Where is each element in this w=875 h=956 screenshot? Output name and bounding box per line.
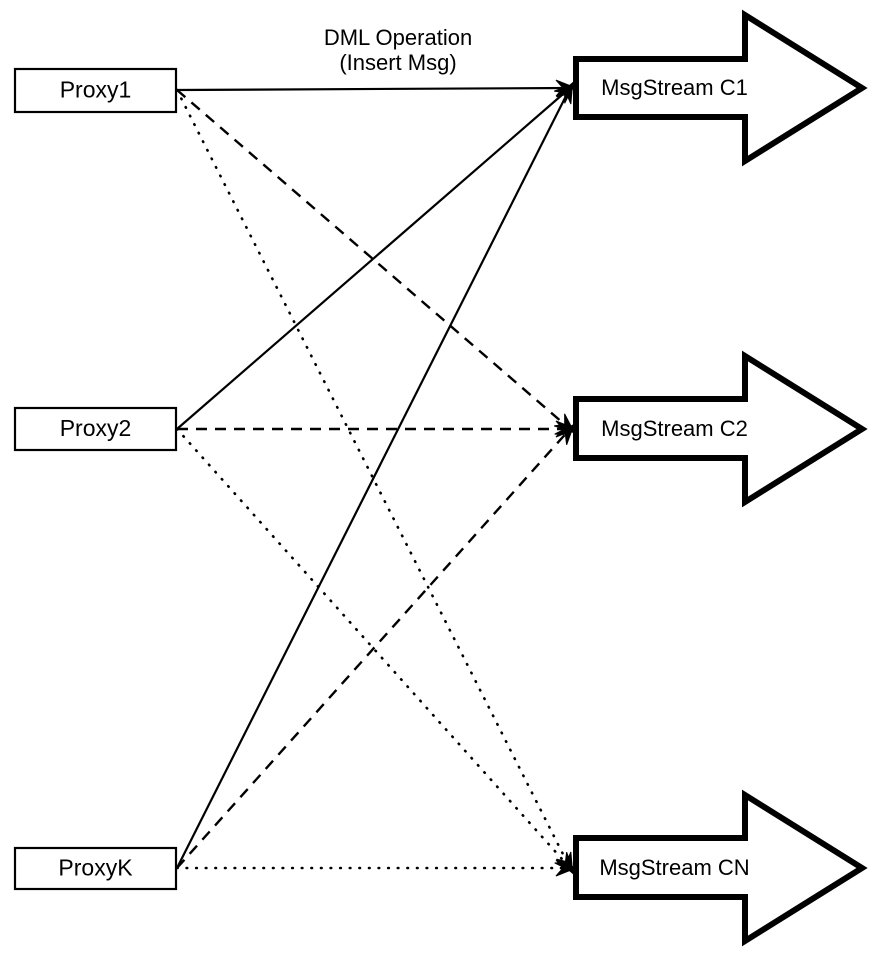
proxy-label: Proxy2 [60, 415, 132, 441]
msgstream-layer: MsgStream C1 MsgStream C2 MsgStream CN [573, 9, 868, 947]
proxy-label: ProxyK [58, 855, 133, 881]
caption-dml-operation: DML Operation (Insert Msg) [324, 25, 472, 75]
proxy-node-3[interactable]: ProxyK [13, 846, 178, 891]
msgstream-arrow-shape [573, 9, 868, 167]
msgstream-arrow-shape [573, 350, 868, 508]
msgstream-arrow-shape [573, 789, 868, 947]
msgstream-1[interactable]: MsgStream C1 [573, 9, 868, 167]
edge-proxy1-to-stream_c1 [176, 86, 571, 92]
edge-proxyk-to-stream_c2 [176, 428, 571, 869]
edge-proxyk-to-stream_c1 [176, 87, 571, 869]
msgstream-label: MsgStream C1 [601, 75, 748, 100]
msgstream-2[interactable]: MsgStream C2 [573, 350, 868, 508]
edge-proxy1-to-stream_cn [175, 88, 572, 870]
msgstream-3[interactable]: MsgStream CN [573, 789, 868, 947]
edge-proxy1-to-stream_c2 [176, 89, 571, 430]
edge-proxy2-to-stream_c1 [176, 87, 571, 430]
proxy-node-1[interactable]: Proxy1 [13, 67, 178, 114]
proxy-box [13, 406, 178, 452]
msgstream-label: MsgStream C2 [601, 416, 748, 441]
proxy-label: Proxy1 [60, 77, 132, 103]
arrowhead-proxyk-to-stream_c1 [556, 81, 574, 105]
caption-line-2: (Insert Msg) [339, 50, 456, 75]
msgstream-label: MsgStream CN [599, 855, 749, 880]
proxy-node-2[interactable]: Proxy2 [13, 406, 178, 452]
arrowhead-proxyk-to-stream_cn [555, 859, 578, 877]
edge-proxy2-to-stream_cn [175, 427, 572, 870]
arrowhead-proxyk-to-stream_c2 [554, 423, 575, 445]
caption-line-1: DML Operation [324, 25, 472, 50]
proxy-box [13, 67, 178, 114]
edge-arrowheads-layer [554, 79, 578, 877]
edges-layer [175, 86, 572, 870]
proxy-box [13, 846, 178, 891]
